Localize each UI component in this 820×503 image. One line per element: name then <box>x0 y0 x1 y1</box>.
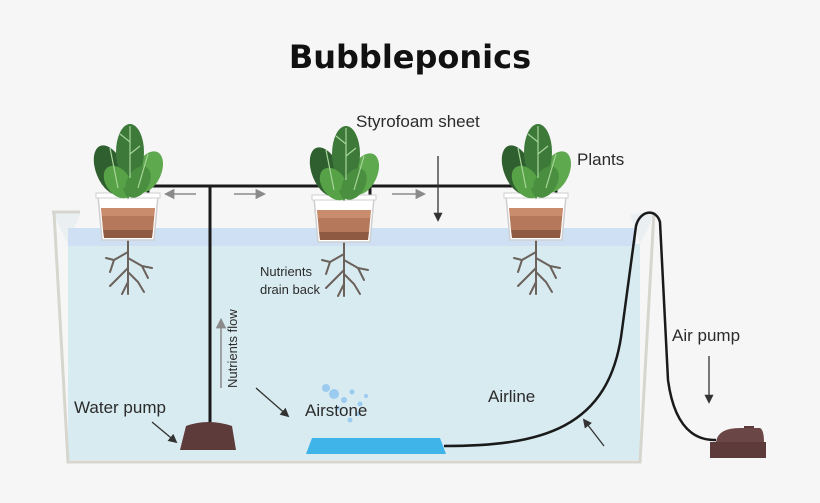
callout-arrow-airstone <box>255 387 290 418</box>
label-water-pump: Water pump <box>74 398 166 417</box>
tank-outline <box>52 211 656 464</box>
callout-arrow-water-pump <box>151 421 178 444</box>
label-nutrients-drain-2: drain back <box>260 282 320 297</box>
airstone <box>306 438 446 454</box>
label-plants: Plants <box>577 150 624 169</box>
water-pump <box>180 422 236 450</box>
label-nutrients-drain-1: Nutrients <box>260 264 313 279</box>
air-bubbles <box>322 384 368 423</box>
page-title: Bubbleponics <box>289 38 531 76</box>
callout-arrow-airline <box>582 418 605 447</box>
label-nutrients-flow: Nutrients flow <box>225 309 240 388</box>
label-air-pump: Air pump <box>672 326 740 345</box>
air-pump <box>710 426 766 458</box>
airline-tube <box>443 211 717 448</box>
label-airstone: Airstone <box>305 401 367 420</box>
label-styrofoam-sheet: Styrofoam sheet <box>356 112 480 131</box>
label-airline: Airline <box>488 387 535 406</box>
pipe-flow-arrows <box>163 188 427 388</box>
